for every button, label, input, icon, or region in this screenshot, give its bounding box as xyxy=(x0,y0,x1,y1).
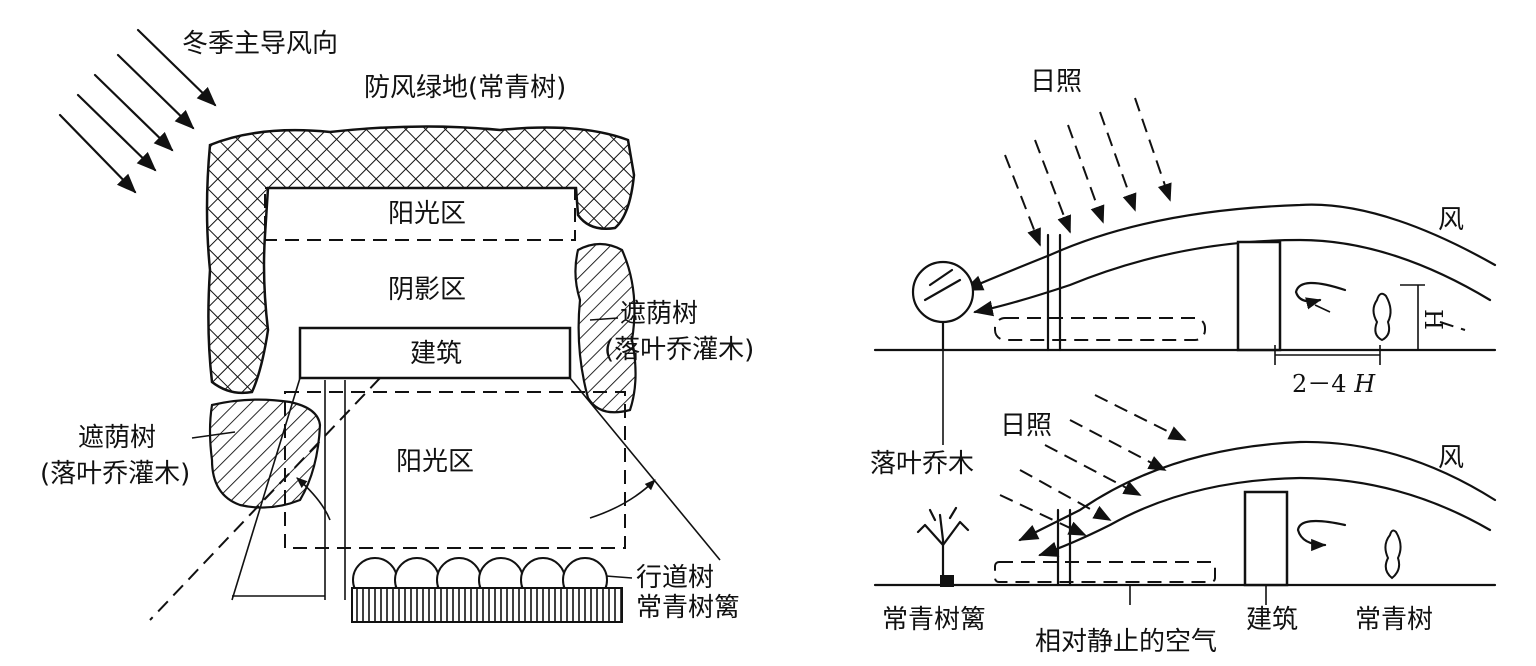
building-section-top xyxy=(1236,240,1282,352)
shade-trees-left-sublabel: (落叶乔灌木) xyxy=(40,459,190,489)
right-bottom-section: 日照 风 常青树篱 相对静止的空气 建筑 xyxy=(873,394,1497,657)
eddy-top xyxy=(1294,281,1347,310)
angle-arc-right xyxy=(589,479,656,519)
building-label-bottom: 建筑 xyxy=(1246,605,1298,635)
leader-street-trees xyxy=(605,575,633,579)
eddy-tail xyxy=(1314,304,1331,313)
building-section-bottom xyxy=(1243,490,1289,587)
still-air-zone-top xyxy=(994,317,1206,341)
sun-angle-line-3 xyxy=(569,377,721,561)
distance-label: 2－4 H xyxy=(1292,370,1376,398)
still-air-label: 相对静止的空气 xyxy=(1035,627,1217,657)
shade-trees-right xyxy=(574,242,637,414)
evergreen-tree-top xyxy=(1372,292,1392,342)
eddy-bottom xyxy=(1296,519,1347,552)
canopy-branches xyxy=(923,268,962,302)
windbreak-evergreen xyxy=(205,125,636,395)
leader-right-shade xyxy=(589,317,619,321)
street-trees-label: 行道树 xyxy=(636,563,714,593)
shade-trees-left xyxy=(208,398,322,509)
wind-label-top: 风 xyxy=(1438,205,1464,235)
sun-angle-line-2 xyxy=(149,377,381,621)
shadow-zone-label: 阴影区 xyxy=(388,275,466,305)
building-label: 建筑 xyxy=(410,339,462,369)
deciduous-tree-label: 落叶乔木 xyxy=(870,449,974,479)
sun-zone-top-label: 阳光区 xyxy=(388,199,466,229)
deciduous-tree-canopy-top xyxy=(911,260,975,324)
winter-wind-label: 冬季主导风向 xyxy=(182,29,338,59)
building-plan xyxy=(298,326,572,380)
sun-angle-line-1 xyxy=(231,377,301,601)
angle-arc-left xyxy=(296,477,331,521)
left-plan-diagram: 冬季主导风向 防风绿地(常青树) 阳光区 阴影区 遮荫树 (落叶乔灌木) 建筑 … xyxy=(40,28,754,623)
wind-stream-upper-bottom xyxy=(1018,440,1497,542)
shade-trees-right-label: 遮荫树 xyxy=(620,299,698,329)
evergreen-tree-bottom xyxy=(1384,529,1402,580)
sunlight-label-bottom: 日照 xyxy=(1000,411,1052,441)
sun-zone-top-outline xyxy=(264,187,576,241)
shade-trees-right-sublabel: (落叶乔灌木) xyxy=(604,335,754,365)
evergreen-tree-label: 常青树 xyxy=(1355,605,1433,635)
evergreen-hedge-label-bottom: 常青树篱 xyxy=(882,605,986,635)
still-air-zone-bottom xyxy=(994,561,1216,583)
bare-deciduous-tree xyxy=(916,506,970,587)
evergreen-hedge-label: 常青树篱 xyxy=(636,593,740,623)
wind-label-bottom: 风 xyxy=(1438,443,1464,473)
wind-stream-upper xyxy=(963,203,1497,292)
sun-rays-top xyxy=(1004,97,1172,247)
wind-stream-lower-bottom xyxy=(1038,476,1492,557)
evergreen-hedge-plan xyxy=(351,587,623,623)
street-trees xyxy=(352,557,608,603)
sunlight-label-top: 日照 xyxy=(1030,67,1082,97)
height-dash xyxy=(1439,321,1466,331)
shade-trees-left-label: 遮荫树 xyxy=(78,423,156,453)
sun-zone-bottom-outline xyxy=(284,391,626,549)
windbreak-label: 防风绿地(常青树) xyxy=(364,73,566,103)
wind-stream-lower xyxy=(973,238,1492,317)
right-top-section: 日照 风 H xyxy=(873,67,1497,398)
hedge-block xyxy=(940,575,954,587)
winter-wind-arrows xyxy=(58,28,217,194)
sun-zone-bottom-label: 阳光区 xyxy=(396,447,474,477)
height-mark-label: H xyxy=(1419,309,1447,330)
leader-left-shade xyxy=(191,431,236,439)
